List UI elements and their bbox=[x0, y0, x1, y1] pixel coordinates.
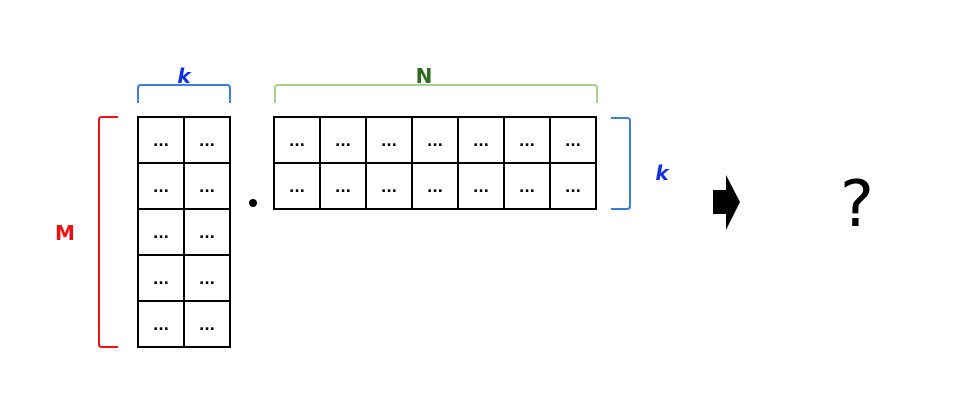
m-bracket-left bbox=[98, 116, 118, 348]
k-label-top: k bbox=[177, 64, 192, 88]
matrix-b-cell-text: ... bbox=[381, 134, 397, 150]
matrix-b-cell bbox=[411, 116, 459, 164]
matrix-b-cell-text: ... bbox=[427, 134, 443, 150]
matrix-a-cell bbox=[137, 300, 185, 348]
matrix-a-cell-text: ... bbox=[153, 226, 169, 242]
matrix-b-cell bbox=[273, 162, 321, 210]
matrix-b-cell-text: ... bbox=[473, 180, 489, 196]
matrix-b-cell-text: ... bbox=[335, 180, 351, 196]
matrix-b-cell bbox=[319, 162, 367, 210]
matrix-b-cell-text: ... bbox=[335, 134, 351, 150]
matrix-b: ........................................… bbox=[273, 116, 597, 210]
result-question-mark: ? bbox=[840, 168, 874, 242]
matrix-b-cell-text: ... bbox=[289, 134, 305, 150]
matrix-b-cell-text: ... bbox=[289, 180, 305, 196]
matrix-b-cell bbox=[411, 162, 459, 210]
matrix-a-cell-text: ... bbox=[199, 318, 215, 334]
matrix-b-cell-text: ... bbox=[565, 180, 581, 196]
matrix-a-cell-text: ... bbox=[199, 134, 215, 150]
matrix-a-cell bbox=[183, 254, 231, 302]
m-label-left: M bbox=[55, 221, 75, 245]
matrix-b-cell-text: ... bbox=[519, 180, 535, 196]
arrow-right-icon bbox=[713, 175, 740, 230]
k-label-right: k bbox=[655, 161, 670, 185]
matrix-a-cell-text: ... bbox=[153, 134, 169, 150]
matrix-b-cell-text: ... bbox=[473, 134, 489, 150]
dot-product-operator bbox=[249, 199, 257, 207]
k-bracket-right bbox=[611, 117, 631, 210]
matrix-a-cell-text: ... bbox=[153, 180, 169, 196]
matrix-a-cell-text: ... bbox=[199, 180, 215, 196]
matrix-a-cell-text: ... bbox=[199, 226, 215, 242]
matrix-a-cell bbox=[183, 116, 231, 164]
matrix-b-cell bbox=[273, 116, 321, 164]
matrix-b-cell-text: ... bbox=[427, 180, 443, 196]
n-label-top: N bbox=[416, 64, 433, 88]
matrix-a-cell bbox=[183, 208, 231, 256]
matrix-a-cell-text: ... bbox=[153, 272, 169, 288]
k-bracket-top bbox=[137, 84, 231, 103]
matrix-b-cell-text: ... bbox=[381, 180, 397, 196]
matrix-b-cell-text: ... bbox=[565, 134, 581, 150]
matrix-b-cell bbox=[549, 162, 597, 210]
matrix-a-cell-text: ... bbox=[199, 272, 215, 288]
matrix-a: .............................. bbox=[137, 116, 231, 348]
matrix-b-cell bbox=[457, 116, 505, 164]
matrix-b-cell bbox=[503, 162, 551, 210]
matrix-b-cell bbox=[365, 162, 413, 210]
n-bracket-top bbox=[274, 84, 598, 103]
matrix-b-cell-text: ... bbox=[519, 134, 535, 150]
matrix-a-cell-text: ... bbox=[153, 318, 169, 334]
matrix-a-cell bbox=[183, 300, 231, 348]
